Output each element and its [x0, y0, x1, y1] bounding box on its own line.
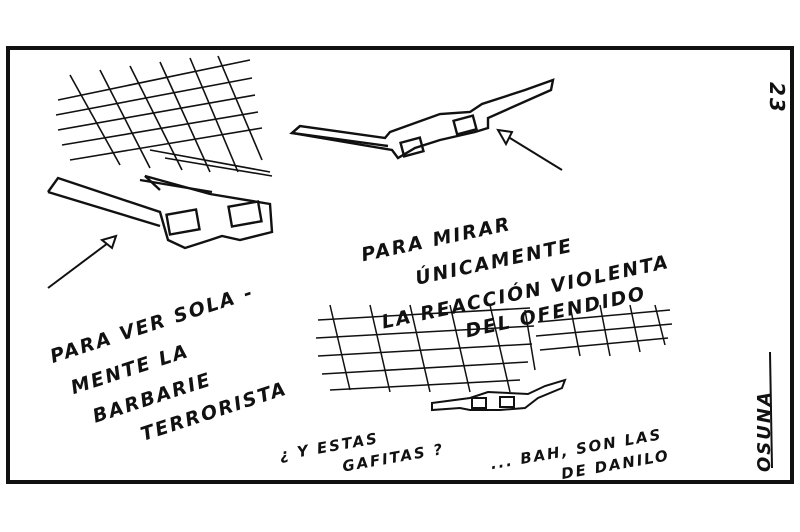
glasses-small-bottom: [431, 378, 567, 412]
caption-bottom-right: ... BAH, SON LAS DE DANILO: [489, 425, 671, 483]
arrow-right: [496, 128, 563, 171]
glasses-top-right: [289, 78, 555, 160]
caption-bottom-left: ¿ Y ESTAS GAFITAS ?: [278, 429, 446, 475]
crosshatch-top-left: [55, 55, 273, 177]
crosshatch-bottom-right: [535, 304, 673, 357]
signature-mark: [769, 351, 773, 469]
cartoon-panel: [6, 46, 794, 484]
glasses-left: [47, 174, 274, 250]
signature: OSUNA: [754, 390, 775, 472]
caption-left: PARA VER SOLA - MENTE LA BARBARIE TERROR…: [47, 281, 290, 446]
crosshatch-bottom-center: [315, 304, 536, 393]
arrow-left: [47, 234, 118, 289]
page-number: 23: [765, 82, 789, 114]
